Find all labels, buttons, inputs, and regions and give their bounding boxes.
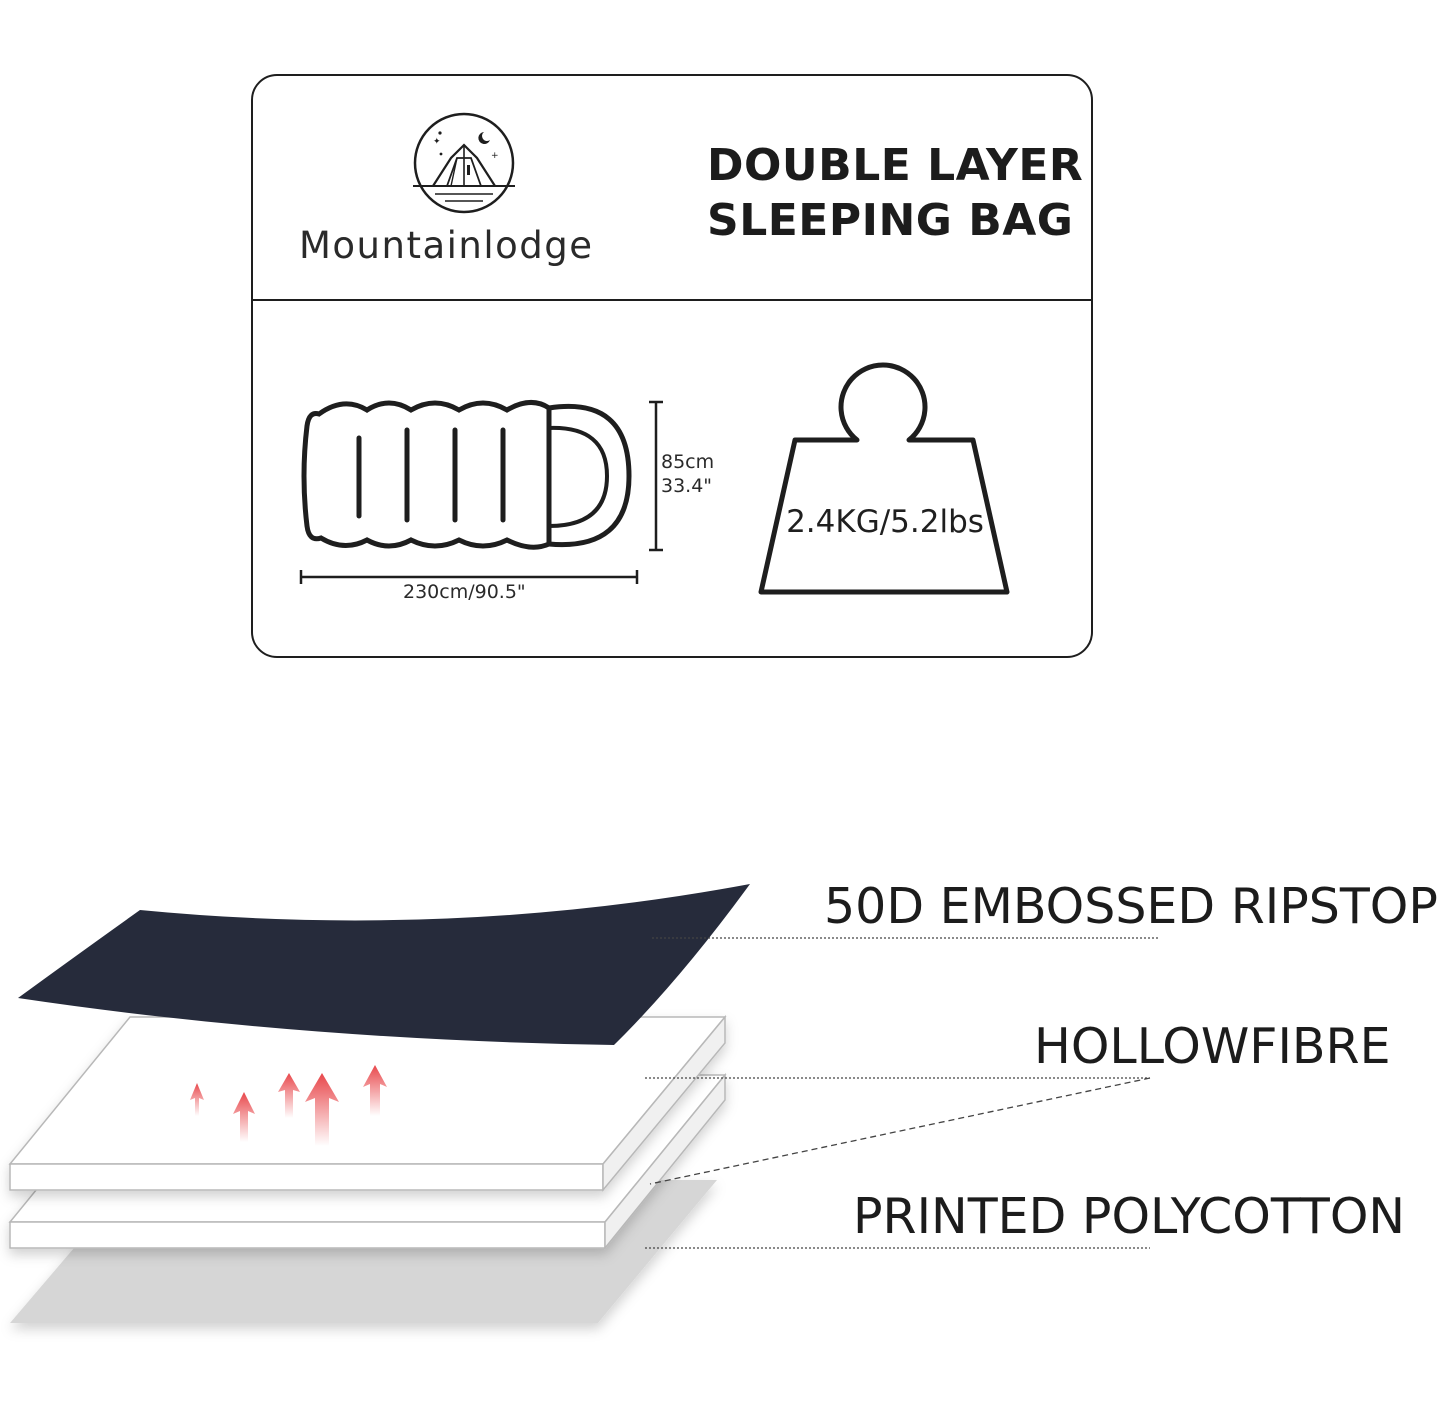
material-layers-diagram <box>8 884 1158 1323</box>
weight-label: 2.4KG/5.2lbs <box>786 504 984 540</box>
ripstop-label: 50D EMBOSSED RIPSTOP <box>824 878 1438 935</box>
bag-length-label: 230cm/90.5" <box>403 581 526 603</box>
bag-width-label: 85cm 33.4" <box>661 450 714 498</box>
ripstop-layer <box>18 884 750 1045</box>
upper-hollowfibre-layer <box>8 1014 727 1193</box>
hollowfibre-label: HOLLOWFIBRE <box>1034 1018 1391 1075</box>
brand-name: Mountainlodge <box>299 224 594 267</box>
weight-icon <box>758 362 1010 595</box>
card-divider <box>253 299 1091 301</box>
bag-width-cm: 85cm <box>661 451 715 473</box>
svg-text:+: + <box>491 151 499 161</box>
svg-text:✦: ✦ <box>433 137 441 147</box>
tent-under-moon-logo-icon: ✦ + <box>413 112 515 214</box>
spec-card: ✦ + Mountainlodge DOUBLE LAYER SLEEPING … <box>251 74 1093 658</box>
label-leader-lines <box>645 937 1158 1249</box>
bag-width-in: 33.4" <box>661 475 713 497</box>
product-title-line-1: DOUBLE LAYER <box>707 140 1084 191</box>
polycotton-label: PRINTED POLYCOTTON <box>853 1188 1406 1245</box>
sleeping-bag-dimension-icon <box>299 400 663 584</box>
product-title-line-2: SLEEPING BAG <box>707 195 1074 246</box>
heat-arrow-icons <box>190 1065 387 1146</box>
product-title: DOUBLE LAYER SLEEPING BAG <box>707 138 1087 248</box>
